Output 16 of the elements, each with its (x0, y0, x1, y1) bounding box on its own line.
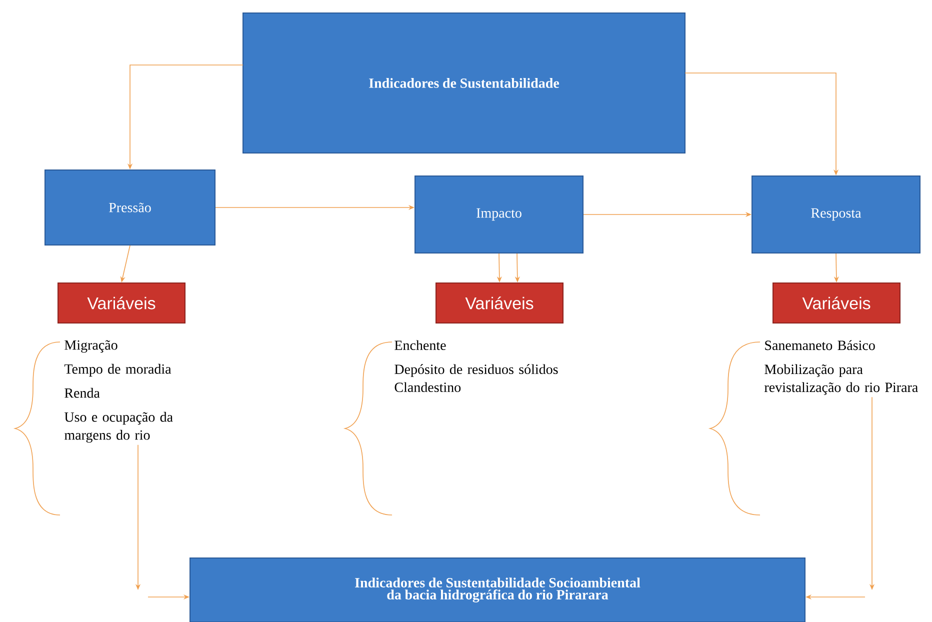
variables-box: Variáveis (436, 282, 564, 324)
list-item: Sanemaneto Básico (765, 340, 875, 350)
list-item: Migração (64, 340, 118, 353)
list-item: Mobilização para revistalização do rio Pirara (764, 364, 918, 395)
category-box: Pressão (44, 170, 216, 246)
variables-box: Variáveis (772, 282, 900, 324)
category-box: Impacto (414, 176, 584, 254)
list-item: Tempo de moradia (64, 364, 172, 377)
category-box: Resposta (752, 176, 920, 254)
list-item: Renda (64, 388, 100, 398)
variables-box: Variáveis (58, 282, 186, 324)
indicator-box: Indicadores de Sustentabilidade Socioambiental da bacia hidrográfica do rio Pirarara (190, 558, 806, 622)
list-item: Enchente (394, 340, 446, 350)
indicator-box: Indicadores de Sustentabilidade (242, 12, 686, 154)
list-item: Uso e ocupação da margens do rio (64, 412, 173, 443)
list-item: Depósito de residuos sólidos Clandestino (394, 364, 558, 392)
